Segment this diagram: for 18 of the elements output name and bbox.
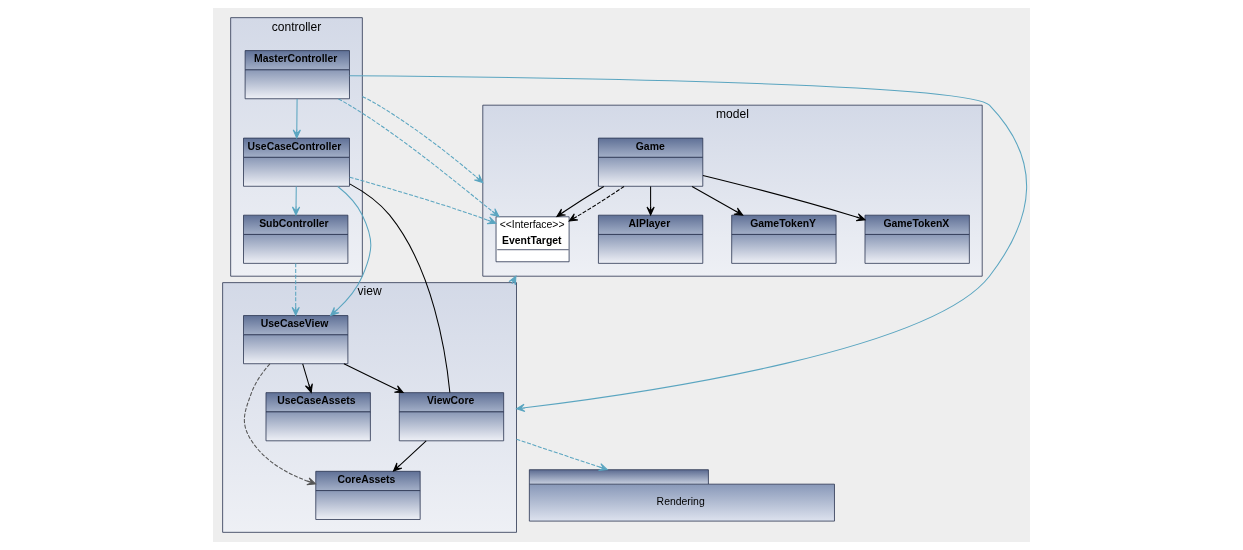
arrow: [302, 363, 313, 393]
arrow: [516, 438, 608, 472]
arrow: [243, 363, 317, 486]
arrow: [343, 363, 404, 394]
arrow: [291, 262, 300, 316]
arrow: [337, 98, 500, 218]
arrow: [646, 185, 655, 216]
arrow: [330, 186, 372, 316]
arrow: [568, 185, 625, 222]
arrow: [691, 185, 744, 216]
arrow: [292, 98, 301, 139]
arrow: [349, 176, 497, 225]
arrow: [291, 185, 301, 216]
arrow: [392, 440, 427, 472]
arrow: [702, 174, 866, 222]
connector: [349, 183, 451, 394]
arrow: [556, 185, 605, 218]
arrow: [361, 95, 484, 184]
